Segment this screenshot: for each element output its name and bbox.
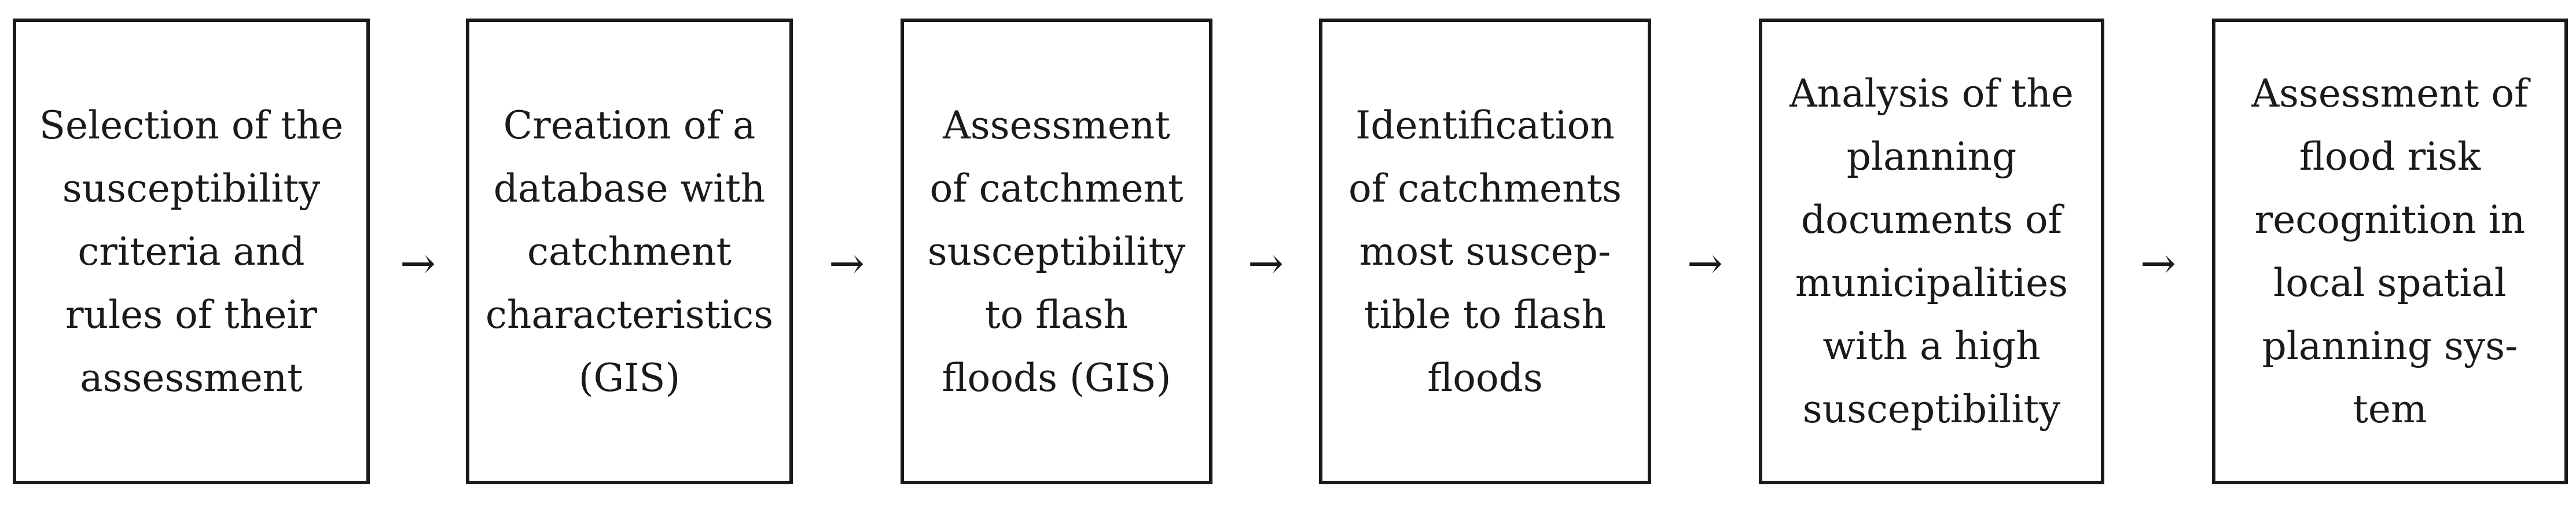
step-text-line: planning — [1846, 134, 2017, 179]
step-text-line: of catchments — [1348, 166, 1622, 211]
step-box-criteria-selection: Selection of the susceptibility criteria… — [13, 19, 370, 484]
step-text-line: local spatial — [2273, 261, 2507, 305]
step-text-line: recognition in — [2254, 198, 2526, 242]
step-text-line: Creation of a — [503, 103, 756, 148]
step-text-line: flood risk — [2299, 134, 2481, 179]
step-text-line: Identification — [1355, 103, 1615, 148]
step-text-line: Assessment of — [2251, 71, 2529, 116]
step-text-line: tem — [2353, 387, 2427, 432]
step-text-line: of catchment — [929, 166, 1184, 211]
step-text-line: susceptibility — [927, 229, 1186, 274]
step-text-line: floods — [1427, 355, 1543, 400]
arrow-right-icon: → — [1686, 239, 1723, 288]
step-text-line: tible to flash — [1364, 292, 1606, 337]
step-text-line: assessment — [80, 355, 303, 400]
step-text-line: documents of — [1800, 198, 2063, 242]
step-text-line: rules of their — [65, 292, 317, 337]
step-text-line: to flash — [985, 292, 1128, 337]
step-text-line: database with — [493, 166, 766, 211]
step-box-planning-analysis: Analysis of the planning documents of mu… — [1759, 19, 2104, 484]
step-text-line: with a high — [1822, 324, 2041, 368]
step-text-line: characteristics — [485, 292, 774, 337]
step-text-line: criteria and — [78, 229, 305, 274]
step-text-line: (GIS) — [578, 355, 681, 400]
step-text-line: susceptibility — [62, 166, 321, 211]
step-box-susceptibility-assessment: Assessment of catchment susceptibility t… — [901, 19, 1212, 484]
step-text-line: Selection of the — [39, 103, 344, 148]
step-text-line: Analysis of the — [1789, 71, 2074, 116]
step-text-line: Assessment — [943, 103, 1170, 148]
step-text-line: municipalities — [1795, 261, 2068, 305]
arrow-right-icon: → — [1247, 239, 1284, 288]
arrow-right-icon: → — [2140, 239, 2176, 288]
step-text-line: catchment — [527, 229, 732, 274]
step-box-database-creation: Creation of a database with catchment ch… — [466, 19, 793, 484]
step-text-line: floods (GIS) — [942, 355, 1171, 400]
step-text-line: susceptibility — [1802, 387, 2061, 432]
step-box-flood-risk-assessment: Assessment of flood risk recognition in … — [2212, 19, 2568, 484]
arrow-right-icon: → — [828, 239, 865, 288]
step-text-line: planning sys- — [2262, 324, 2518, 368]
step-box-catchment-identification: Identification of catchments most suscep… — [1319, 19, 1651, 484]
arrow-right-icon: → — [399, 239, 436, 288]
step-text-line: most suscep- — [1359, 229, 1611, 274]
